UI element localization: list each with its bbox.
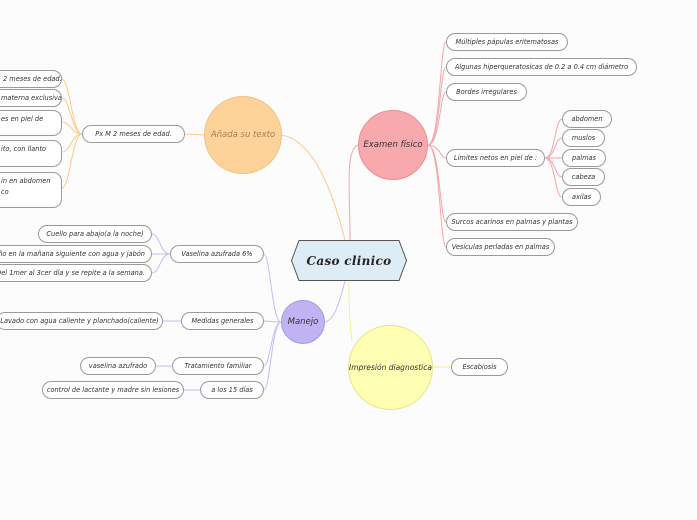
anada-leaf-5[interactable]: in en abdomen co — [0, 172, 62, 208]
examen-sub-2-label: muslos — [571, 134, 596, 142]
medidas-leaf-1[interactable]: Lavado con agua caliente y planchado(cal… — [0, 312, 163, 330]
px-label: Px M 2 meses de edad. — [95, 130, 172, 138]
escabiosis-node[interactable]: Escabiosis — [451, 358, 508, 376]
examen-sub-5[interactable]: axilas — [562, 188, 601, 206]
examen-sub-1-label: abdomen — [571, 115, 603, 123]
tratamiento-label: Tratamiento familiar — [184, 362, 252, 370]
anada-leaf-3[interactable]: es en piel de — [0, 110, 62, 136]
examen-item-2[interactable]: Algunas hiperqueratosicas de 0.2 a 0.4 c… — [446, 58, 637, 76]
link-center-anada — [281, 134, 346, 241]
manejo-label: Manejo — [287, 317, 319, 327]
examen-sub-5-label: axilas — [571, 193, 592, 201]
anada-leaf-3-label: es en piel de — [1, 115, 44, 123]
dias-label: a los 15 días — [211, 386, 253, 394]
medidas-node[interactable]: Medidas generales — [181, 312, 264, 330]
escabiosis-label: Escabiosis — [462, 363, 497, 371]
examen-sub-3-label: palmas — [572, 154, 596, 162]
anada-label: Añada su texto — [210, 130, 276, 140]
vaselina-leaf-2[interactable]: baño en la mañana siguiente con agua y j… — [0, 245, 152, 263]
link-center-impresion — [348, 280, 353, 341]
impresion-bubble[interactable]: Impresión diagnostica — [348, 325, 433, 410]
impresion-label: Impresión diagnostica — [349, 363, 432, 372]
link-anada-px — [184, 133, 206, 136]
tratamiento-leaf-1-label: vaselina azufrado — [88, 362, 148, 370]
link-center-manejo — [324, 280, 346, 323]
examen-item-4-label: Límites netos en piel de : — [453, 154, 538, 162]
examen-item-5-label: Surcos acarinos en palmas y plantas — [451, 218, 573, 226]
examen-item-6[interactable]: Vesículas perladas en palmas — [446, 238, 555, 256]
anada-leaf-1[interactable]: 2 meses de edad. — [0, 70, 62, 88]
anada-leaf-4-label: ito, con llanto — [1, 145, 47, 153]
manejo-bubble[interactable]: Manejo — [281, 300, 325, 344]
vaselina-leaf-1[interactable]: Cuello para abajo(a la noche) — [38, 225, 152, 243]
dias-leaf-1-label: control de lactante y madre sin lesiones — [46, 386, 180, 394]
vaselina-leaf-3-label: Del 1mer al 3cer día y se repite a la se… — [0, 269, 145, 277]
dias-leaf-1[interactable]: control de lactante y madre sin lesiones — [42, 381, 184, 399]
examen-sub-2[interactable]: muslos — [562, 129, 605, 147]
anada-leaf-2-label: materna exclusiva — [1, 94, 62, 102]
link-center-examen — [348, 144, 359, 241]
examen-sub-4[interactable]: cabeza — [562, 168, 605, 186]
examen-sub-4-label: cabeza — [571, 173, 596, 181]
examen-label: Examen físico — [363, 140, 423, 150]
examen-item-3-label: Bordes irregulares — [456, 88, 517, 96]
vaselina-leaf-2-label: baño en la mañana siguiente con agua y j… — [0, 250, 145, 258]
examen-item-6-label: Vesículas perladas en palmas — [451, 243, 550, 251]
examen-item-5[interactable]: Surcos acarinos en palmas y plantas — [446, 213, 578, 231]
examen-item-1[interactable]: Múltiples pápulas eritematosas — [446, 33, 568, 51]
examen-item-2-label: Algunas hiperqueratosicas de 0.2 a 0.4 c… — [454, 63, 629, 71]
vaselina-leaf-3[interactable]: Del 1mer al 3cer día y se repite a la se… — [0, 264, 152, 282]
examen-bubble[interactable]: Examen físico — [358, 110, 428, 180]
vaselina-label: Vaselina azufrada 6% — [181, 250, 253, 258]
medidas-leaf-1-label: Lavado con agua caliente y planchado(cal… — [0, 317, 159, 325]
tratamiento-leaf-1[interactable]: vaselina azufrado — [80, 357, 156, 375]
anada-leaf-1-label: 2 meses de edad. — [3, 75, 62, 83]
vaselina-leaf-1-label: Cuello para abajo(a la noche) — [46, 230, 144, 238]
examen-sub-1[interactable]: abdomen — [562, 110, 612, 128]
central-topic-label: Caso clinico — [306, 253, 392, 268]
examen-item-4[interactable]: Límites netos en piel de : — [446, 149, 545, 167]
dias-node[interactable]: a los 15 días — [200, 381, 264, 399]
vaselina-node[interactable]: Vaselina azufrada 6% — [170, 245, 264, 263]
examen-item-3[interactable]: Bordes irregulares — [446, 83, 527, 101]
examen-item-1-label: Múltiples pápulas eritematosas — [455, 38, 559, 46]
tratamiento-node[interactable]: Tratamiento familiar — [172, 357, 264, 375]
examen-sub-3[interactable]: palmas — [562, 149, 606, 167]
anada-leaf-4[interactable]: ito, con llanto — [0, 140, 62, 167]
anada-leaf-2[interactable]: materna exclusiva — [0, 89, 62, 107]
central-topic[interactable]: Caso clinico — [291, 240, 407, 281]
px-node[interactable]: Px M 2 meses de edad. — [82, 125, 185, 143]
anada-leaf-5-label: in en abdomen co — [1, 177, 51, 196]
anada-bubble[interactable]: Añada su texto — [204, 96, 282, 174]
medidas-label: Medidas generales — [191, 317, 254, 325]
